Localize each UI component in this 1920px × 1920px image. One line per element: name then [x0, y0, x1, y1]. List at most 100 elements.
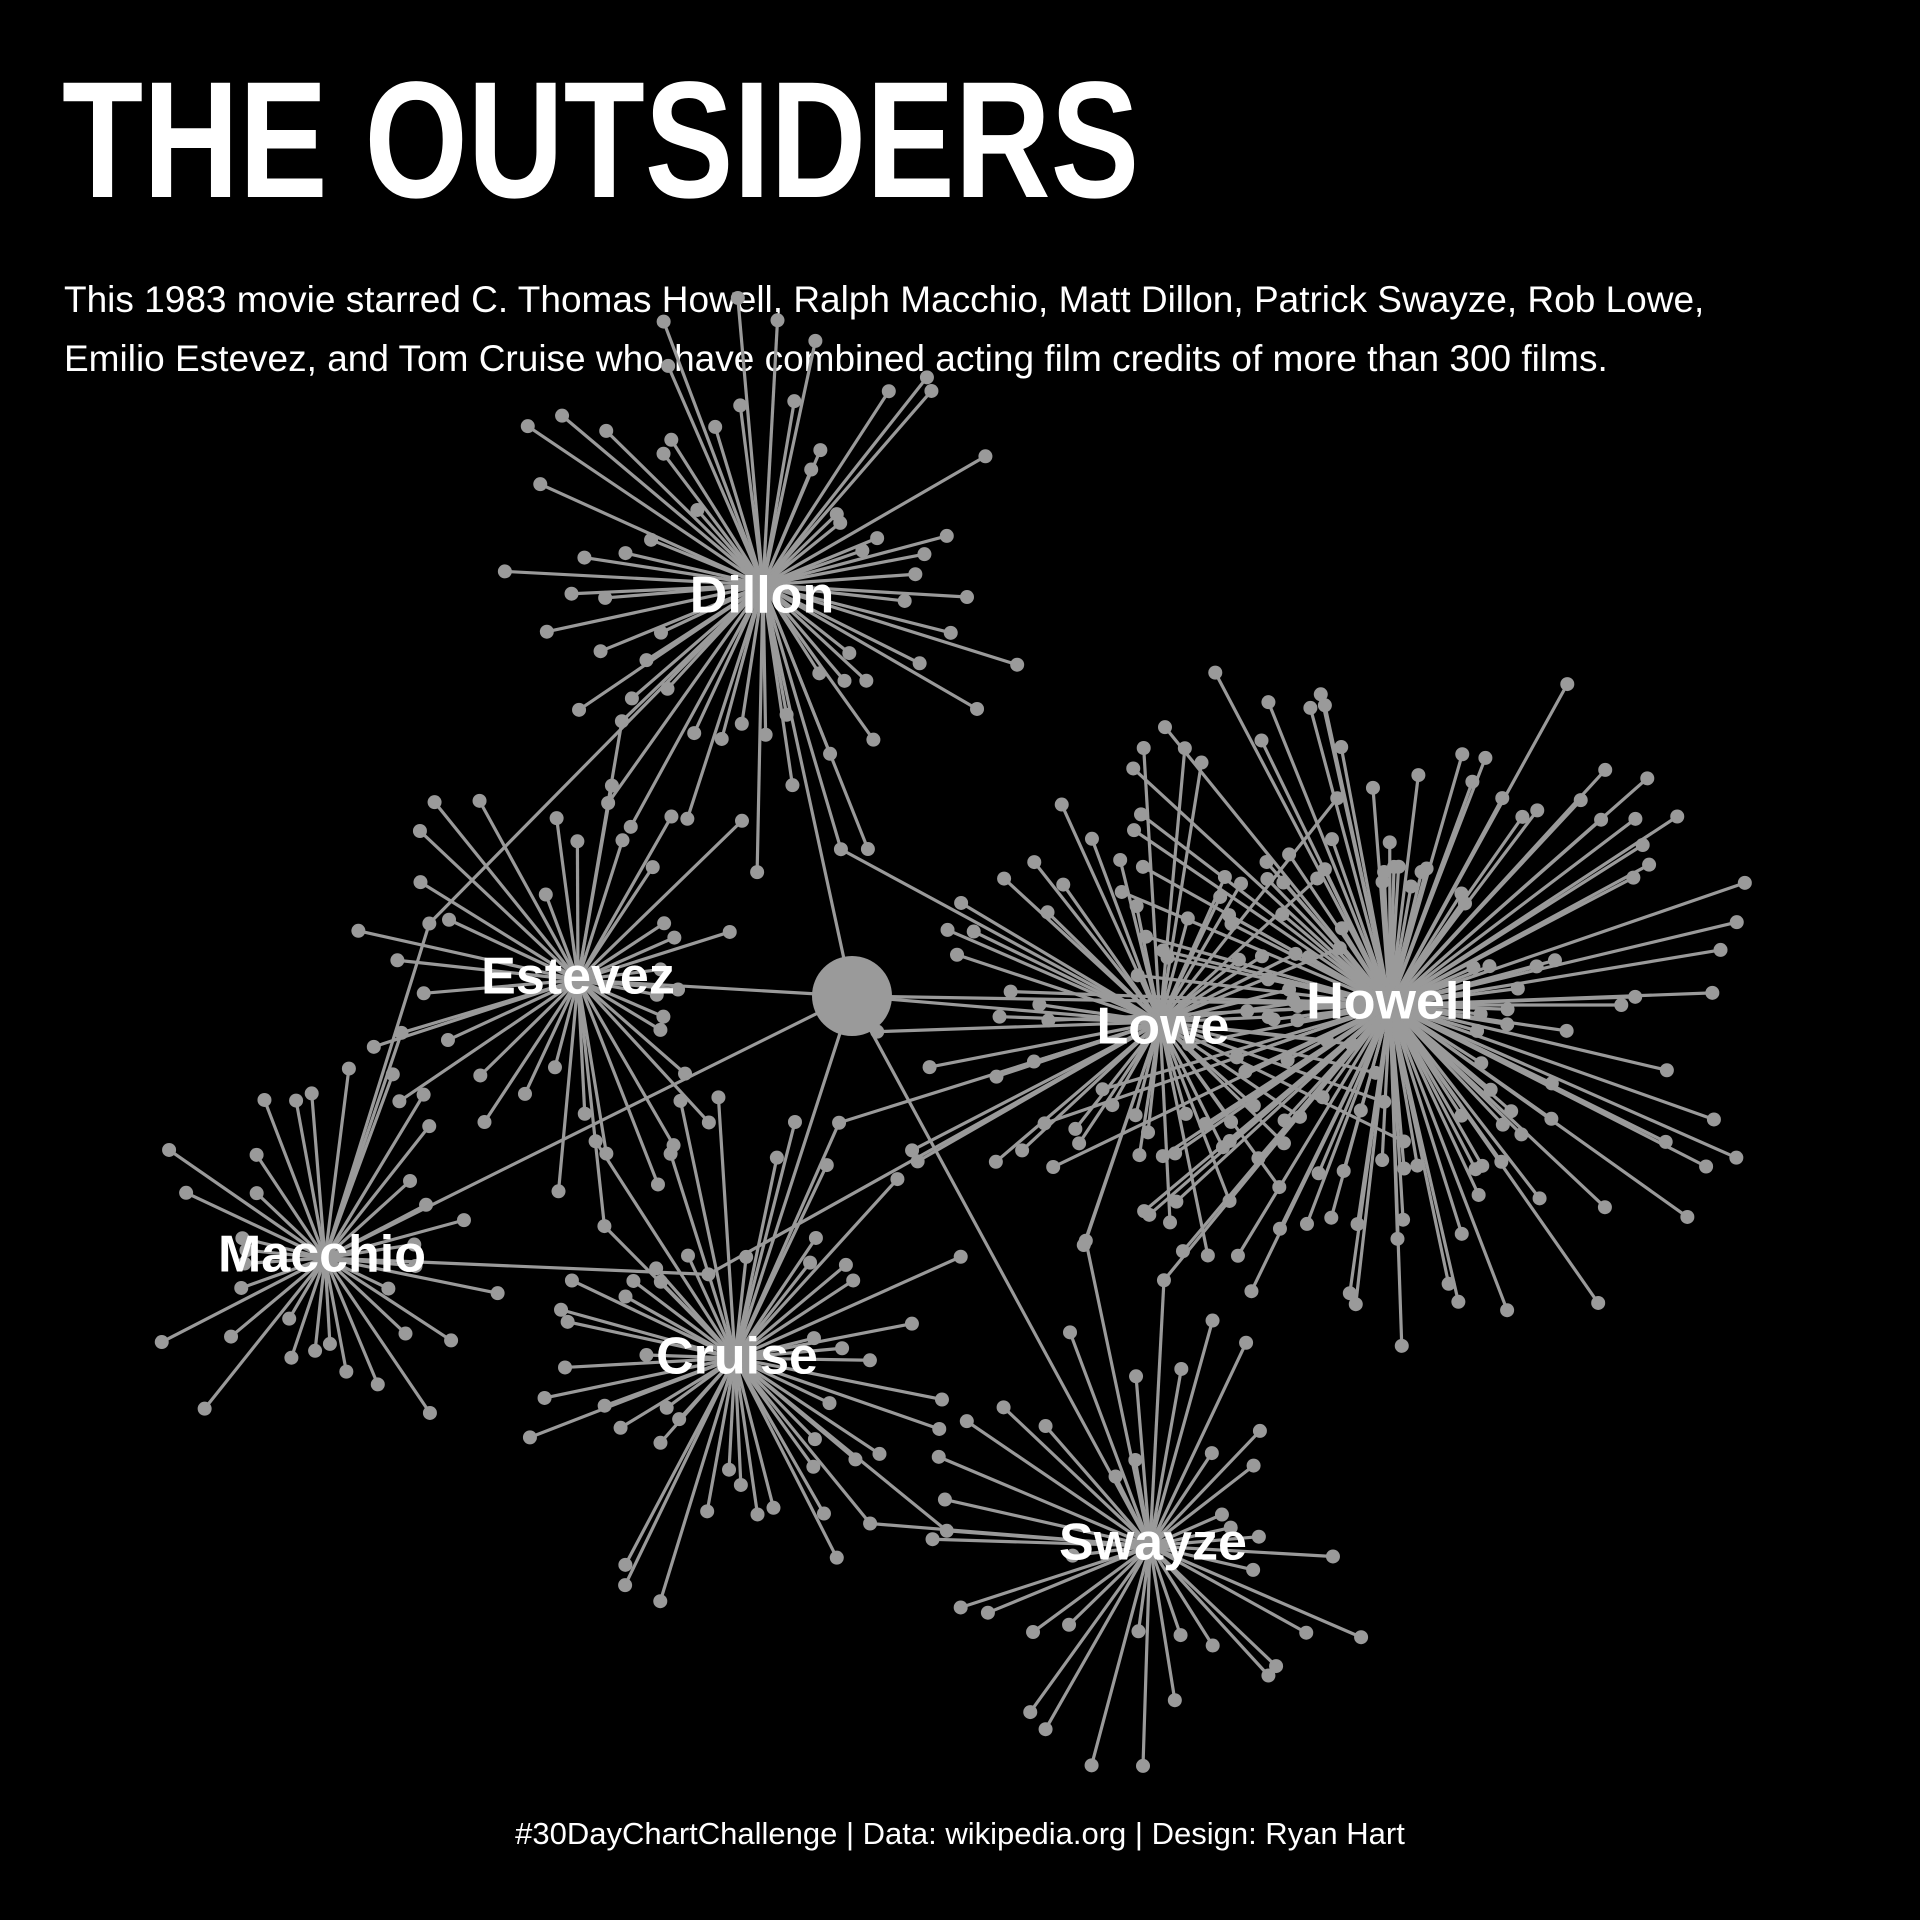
film-node: [1348, 1297, 1363, 1312]
film-edge: [733, 1357, 760, 1515]
film-node: [803, 1255, 818, 1270]
film-node: [1315, 1090, 1330, 1105]
film-node: [940, 922, 955, 937]
film-edge: [1159, 988, 1290, 1024]
shared-film-node: [1156, 1273, 1171, 1288]
film-node: [758, 727, 773, 742]
shared-film-node: [939, 1523, 954, 1538]
film-node: [1594, 812, 1609, 827]
film-edge: [733, 1178, 899, 1360]
film-node: [1591, 1295, 1606, 1310]
shared-film-node: [422, 916, 437, 931]
film-edge: [577, 978, 662, 1032]
film-node: [787, 394, 802, 409]
film-node: [564, 1273, 579, 1288]
film-node: [708, 419, 723, 434]
film-edge: [576, 815, 673, 981]
film-node: [1324, 1210, 1339, 1225]
film-edge: [1148, 1342, 1248, 1547]
film-edge: [1388, 1004, 1400, 1239]
film-node: [922, 1060, 937, 1075]
film-edge: [576, 819, 744, 982]
film-node: [996, 1400, 1011, 1415]
film-node: [1396, 1134, 1411, 1149]
film-edge: [323, 1125, 431, 1259]
film-edge: [761, 521, 842, 587]
film-node: [1065, 1548, 1080, 1563]
film-node: [533, 477, 548, 492]
film-edge: [1132, 767, 1392, 1007]
actor-label-howell: Howell: [1306, 973, 1474, 1031]
film-node: [351, 923, 366, 938]
film-node: [1239, 1335, 1254, 1350]
film-edge: [1389, 1003, 1715, 1121]
film-node: [1108, 1469, 1123, 1484]
film-node: [733, 1477, 748, 1492]
film-node: [440, 1033, 455, 1048]
film-node: [1222, 908, 1237, 923]
film-node: [1135, 859, 1150, 874]
film-edge: [1389, 881, 1746, 1007]
film-edge: [761, 468, 813, 586]
film-node: [564, 586, 579, 601]
film-edge: [564, 1356, 736, 1370]
film-edge: [1388, 1004, 1509, 1311]
film-node: [322, 1336, 337, 1351]
film-node: [1470, 1023, 1485, 1038]
film-edge: [575, 841, 580, 981]
film-node: [1177, 741, 1192, 756]
film-node: [1240, 1004, 1255, 1019]
outsiders-cast-edge: [761, 584, 854, 997]
film-node: [1200, 1248, 1215, 1263]
film-node: [1332, 941, 1347, 956]
film-node: [1500, 1017, 1515, 1032]
film-edge: [1134, 1376, 1152, 1547]
film-edge: [734, 1255, 962, 1360]
film-edge: [761, 583, 868, 682]
film-node: [787, 1114, 802, 1129]
shared-film-edge: [1084, 1021, 1162, 1242]
film-node: [680, 811, 695, 826]
film-edge: [605, 429, 765, 587]
film-edge: [1236, 1004, 1392, 1257]
film-edge: [1388, 818, 1603, 1007]
film-node: [804, 462, 819, 477]
film-node: [806, 1459, 821, 1474]
film-edge: [624, 1295, 736, 1360]
film-edge: [423, 978, 579, 995]
shared-film-node: [832, 1115, 847, 1130]
film-node: [660, 681, 675, 696]
film-node: [837, 673, 852, 688]
film-node: [978, 449, 993, 464]
actor-label-macchio: Macchio: [218, 1226, 426, 1284]
film-node: [829, 1550, 844, 1565]
film-edge: [255, 1153, 327, 1259]
film-node: [1261, 972, 1276, 987]
film-node: [653, 962, 668, 977]
film-node: [1130, 968, 1145, 983]
film-node: [806, 1331, 821, 1346]
film-edge: [762, 583, 968, 599]
film-node: [289, 1093, 304, 1108]
film-edge: [1213, 671, 1392, 1006]
film-node: [613, 1420, 628, 1435]
film-edge: [956, 953, 1161, 1024]
film-node: [770, 313, 785, 328]
film-edge: [761, 390, 891, 586]
film-edge: [733, 1357, 839, 1559]
film-edge: [1159, 952, 1297, 1024]
film-node: [953, 1600, 968, 1615]
film-edge: [1148, 1320, 1215, 1547]
film-edge: [625, 551, 764, 587]
film-edge: [736, 297, 765, 586]
film-node: [959, 1414, 974, 1429]
film-node: [1705, 985, 1720, 1000]
film-node: [1626, 870, 1641, 885]
film-node: [1465, 774, 1480, 789]
film-edge: [323, 1068, 351, 1259]
film-node: [657, 916, 672, 931]
film-node: [1410, 1158, 1425, 1173]
film-node: [1040, 905, 1055, 920]
film-edge: [1388, 1004, 1464, 1235]
film-node: [1260, 872, 1275, 887]
